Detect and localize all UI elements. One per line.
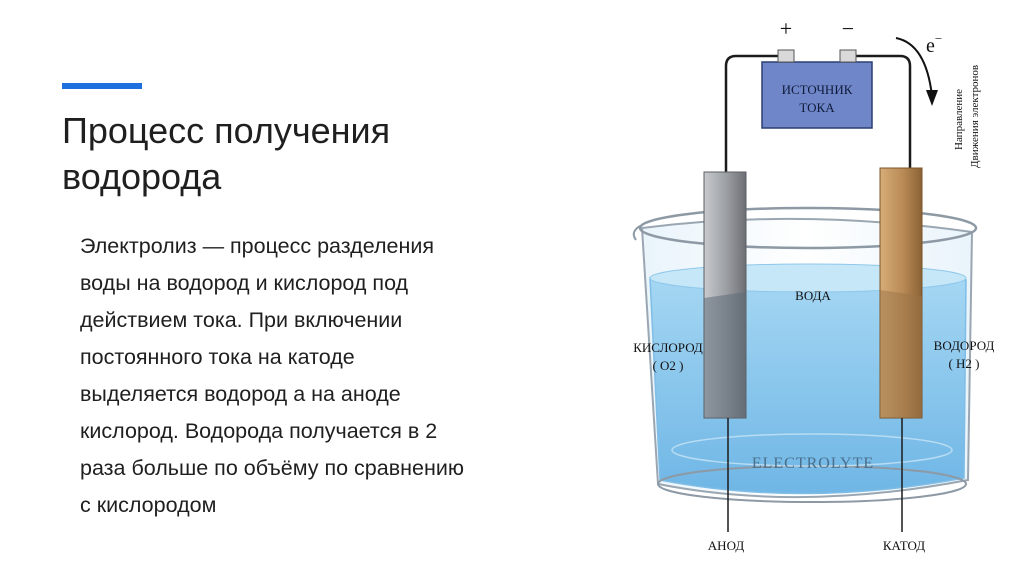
hydrogen-formula: ( Н2 )	[948, 356, 979, 371]
electron-arrow	[895, 37, 933, 97]
beaker-rim	[638, 206, 978, 250]
anode-submerged	[704, 292, 746, 418]
wire-right	[848, 54, 912, 168]
electrolyte-label: ELECTROLYTE	[752, 455, 874, 472]
hydrogen-label: ВОДОРОД	[934, 338, 995, 353]
slide-title: Процесс получения водорода	[62, 108, 532, 200]
slide-body-text: Электролиз — процесс разделения воды на …	[80, 234, 464, 517]
cathode-submerged	[880, 290, 922, 418]
beaker-spout	[632, 225, 641, 241]
electrolysis-diagram: + − ИСТОЧНИК ТОКА e− Направление Движени…	[632, 16, 995, 553]
source-label-line2: ТОКА	[799, 100, 835, 115]
direction-label-line1: Направление	[953, 89, 965, 150]
beaker-bottom-inner	[671, 433, 953, 467]
source-label-line1: ИСТОЧНИК	[782, 82, 853, 97]
plus-sign: +	[780, 16, 792, 41]
direction-label-line2: Движения электронов	[969, 65, 981, 168]
anode-label: АНОД	[708, 538, 745, 553]
oxygen-formula: ( О2 )	[652, 358, 683, 373]
accent-bar	[62, 83, 142, 89]
title-line-2: водорода	[62, 156, 222, 197]
power-source-box	[761, 61, 873, 129]
minus-sign: −	[842, 16, 854, 41]
electron-arrow-head	[926, 90, 938, 106]
terminal-negative	[839, 49, 857, 63]
electron-symbol: e−	[926, 31, 942, 57]
oxygen-label: КИСЛОРОД	[633, 340, 703, 355]
cathode-label: КАТОД	[883, 538, 925, 553]
water-label: ВОДА	[795, 288, 831, 303]
wire-left	[724, 54, 790, 172]
terminal-positive	[777, 49, 795, 63]
title-line-1: Процесс получения	[62, 110, 391, 151]
